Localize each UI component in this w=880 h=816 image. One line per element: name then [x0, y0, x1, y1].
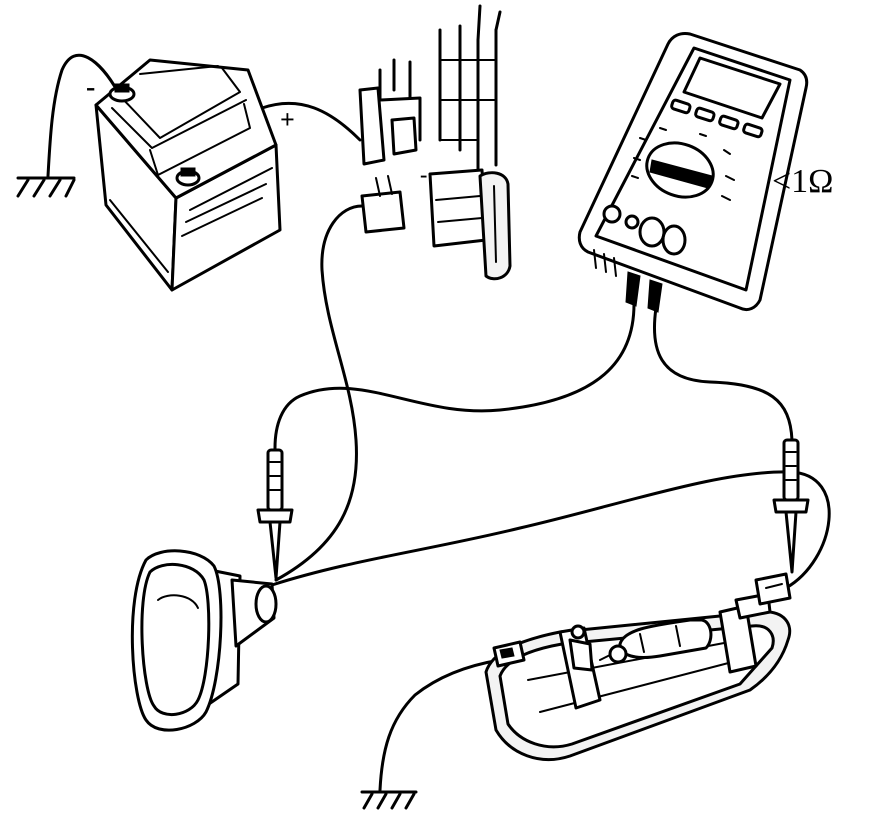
rocker-switch-icon — [130, 549, 278, 732]
fuse-box: - — [358, 4, 512, 281]
test-probe-icon — [772, 438, 810, 574]
multimeter-icon: <1Ω — [577, 32, 833, 313]
wire-meter-lead-1 — [273, 302, 636, 450]
battery-positive-label: + — [280, 105, 295, 134]
wire-lamp-to-ground — [378, 658, 502, 792]
battery-negative-label: - — [86, 72, 95, 103]
fuse-minus-label: - — [420, 162, 427, 187]
courtesy-lamp-icon — [484, 572, 792, 761]
wire-battery-to-ground — [46, 53, 120, 178]
fuse-icon — [478, 171, 512, 281]
ground-icon — [16, 176, 76, 198]
resistance-reading-label: <1Ω — [772, 163, 833, 200]
battery-icon: - + — [86, 58, 295, 292]
test-probe-icon — [256, 446, 294, 580]
wire-meter-lead-2 — [652, 306, 794, 442]
ground-icon — [360, 790, 418, 810]
wire-switch-to-lamp — [270, 470, 831, 590]
wire-fuse-to-switch — [274, 204, 364, 582]
